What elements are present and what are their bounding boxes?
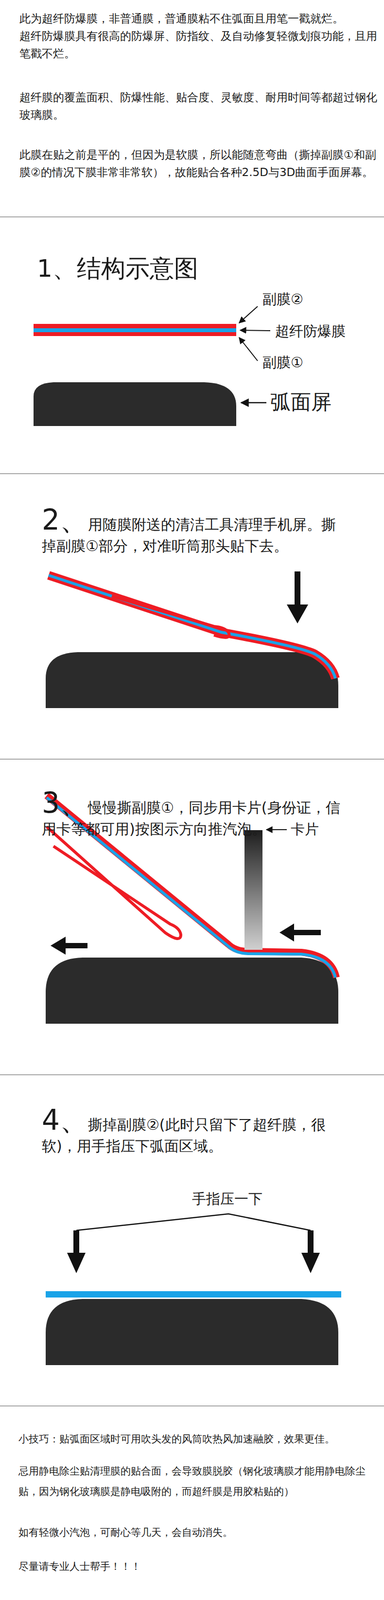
curved-screen [45, 651, 339, 708]
press-arrow [294, 571, 301, 605]
part-label: 手指压一下 [192, 1189, 290, 1207]
part-label: 弧面屏 [270, 389, 368, 415]
part-label: 卡片 [290, 820, 350, 838]
leader-line [241, 401, 267, 404]
part-label: 副膜② [262, 290, 360, 308]
film-layer [33, 328, 237, 332]
peeled-liner [111, 595, 229, 638]
curved-screen [45, 957, 339, 1024]
tip-note: 小技巧：贴弧面区域时可用吹头发的风筒吹热风加速融胶，效果更佳。 [18, 1429, 369, 1448]
intro-paragraph: 超纤防爆膜具有很高的防爆屏、防指纹、及自动修复轻微划痕功能，且用笔戳不烂。 [19, 27, 383, 63]
tip-note: 尽量请专业人士帮手！！！ [18, 1556, 369, 1575]
leader-line [239, 306, 258, 323]
curved-screen [33, 382, 237, 426]
bracket [76, 1213, 311, 1230]
push-arrow [294, 929, 321, 935]
press-arrow [286, 604, 309, 624]
peeled-liner [46, 826, 181, 939]
liner-layer [33, 323, 237, 336]
leader-line [240, 330, 271, 331]
film-with-liners [48, 575, 336, 679]
pull-arrow [65, 942, 88, 948]
section-heading: 1、结构示意图 [36, 253, 329, 283]
press-arrow [73, 1229, 80, 1254]
press-arrow [307, 1229, 314, 1254]
curved-screen [45, 1298, 339, 1365]
separator-line [0, 216, 384, 218]
intro-paragraph: 此为超纤防爆膜，非普通膜，普通膜粘不住弧面且用笔一戳就烂。 [19, 9, 383, 28]
tip-note: 如有轻微小汽泡，可耐心等几天，会自动消失。 [18, 1522, 369, 1541]
part-label: 超纤防爆膜 [275, 322, 373, 340]
step-instruction: 2、用随膜附送的清洁工具清理手机屏。撕掉副膜①部分，对准听筒那头贴下去。 [41, 505, 349, 557]
leader-line [239, 337, 258, 361]
separator [0, 216, 384, 1406]
separator-line [0, 472, 384, 474]
card [244, 829, 263, 950]
leader-line [266, 828, 287, 830]
push-arrow [279, 923, 295, 942]
separator-line [0, 758, 384, 760]
intro-paragraph: 此膜在贴之前是平的，但因为是软膜，所以能随意弯曲（撕掉副膜①和副膜②的情况下膜非… [19, 145, 380, 181]
step-instruction: 4、撕掉副膜②(此时只留下了超纤膜，很软)，用手指压下弧面区域。 [41, 1105, 349, 1157]
separator-line [0, 1073, 384, 1075]
press-arrow [67, 1252, 86, 1273]
part-label: 副膜① [262, 353, 360, 371]
film-layer [48, 575, 336, 679]
pull-arrow [50, 936, 66, 955]
film-layer [45, 1290, 342, 1297]
press-arrow [301, 1252, 320, 1273]
separator-line [0, 1404, 384, 1406]
tip-note: 忌用静电除尘贴清理膜的贴合面，会导致膜脱胶（钢化玻璃膜才能用静电除尘贴，因为钢化… [18, 1460, 369, 1502]
intro-paragraph: 超纤膜的覆盖面积、防爆性能、贴合度、灵敏度、耐用时间等都超过钢化玻璃膜。 [19, 88, 383, 124]
